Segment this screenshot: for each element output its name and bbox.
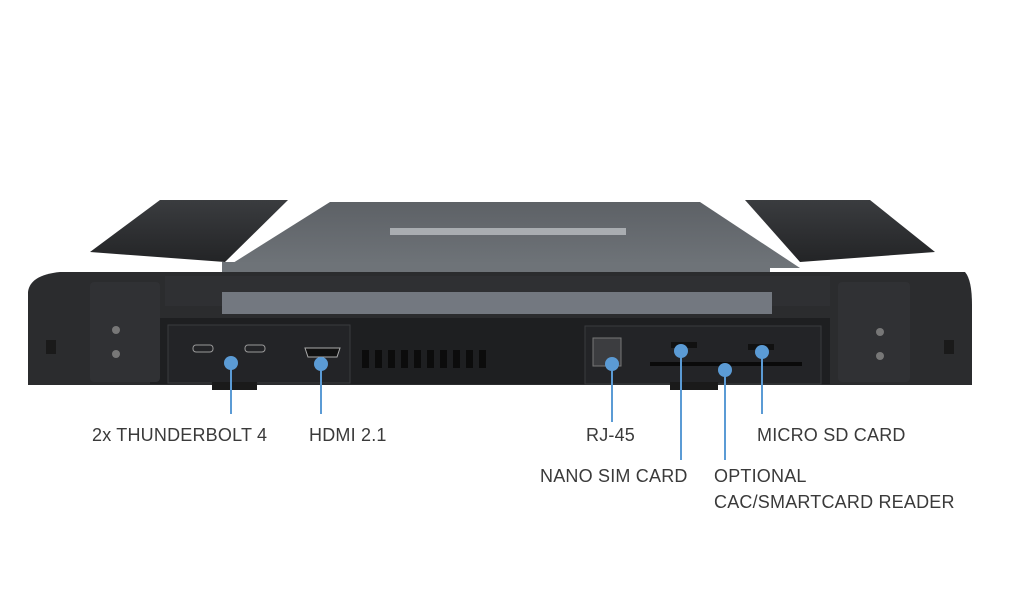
callout-dot-rj45 xyxy=(605,357,619,371)
thunderbolt-port xyxy=(244,344,266,353)
hdmi-port xyxy=(304,347,341,358)
right-hinge xyxy=(838,282,910,382)
right-corner-bumper xyxy=(745,200,935,262)
screw-icon xyxy=(876,352,884,360)
callout-dot-hdmi xyxy=(314,357,328,371)
callout-dot-thunderbolt xyxy=(224,356,238,370)
logo-plate xyxy=(390,228,626,235)
left-hinge xyxy=(90,282,160,382)
screw-icon xyxy=(876,328,884,336)
callout-markers xyxy=(224,344,769,460)
callout-dot-smartcard xyxy=(718,363,732,377)
screw-icon xyxy=(112,326,120,334)
label-smartcard-line2: CAC/SMARTCARD READER xyxy=(714,492,955,512)
thunderbolt-port xyxy=(192,344,214,353)
label-thunderbolt: 2x THUNDERBOLT 4 xyxy=(92,425,268,445)
label-nano-sim: NANO SIM CARD xyxy=(540,466,688,486)
screw-icon xyxy=(112,350,120,358)
right-port-panel xyxy=(584,325,822,385)
vent-grille xyxy=(362,350,486,368)
callout-dot-micro-sd xyxy=(755,345,769,359)
label-rj45: RJ-45 xyxy=(586,425,636,445)
label-hdmi: HDMI 2.1 xyxy=(309,425,387,445)
left-corner-bumper xyxy=(90,200,288,262)
label-smartcard-line1: OPTIONAL xyxy=(714,466,807,486)
label-micro-sd: MICRO SD CARD xyxy=(757,425,906,445)
callout-dot-nano-sim xyxy=(674,344,688,358)
